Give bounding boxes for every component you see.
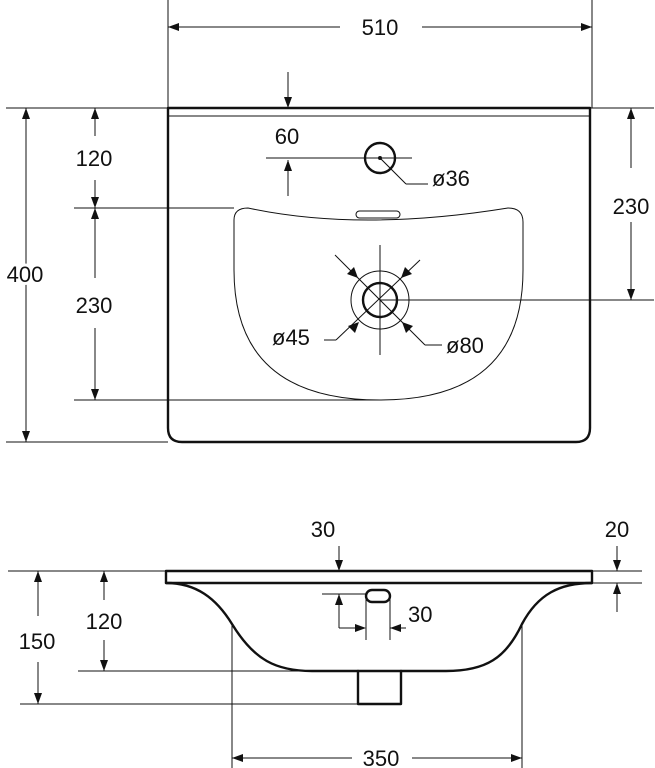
arrow-150-bottom <box>34 693 42 704</box>
arrow-drain-b-end <box>348 322 359 333</box>
dim-label-350: 350 <box>363 746 400 768</box>
arrow-drain-b-start <box>401 267 412 278</box>
arrow-overflow-width-right <box>390 624 401 632</box>
dim-label-overflow-width: 30 <box>408 602 432 627</box>
arrow-drain-a-start <box>347 267 358 278</box>
arrow-350-right <box>511 754 522 762</box>
dim-label-60: 60 <box>275 124 299 149</box>
arrow-rim-offset-top <box>335 560 343 571</box>
dim-label-230-left: 230 <box>76 293 113 318</box>
dim-label-150: 150 <box>19 629 56 654</box>
bowl-outline <box>233 207 524 401</box>
arrow-depth-bottom <box>22 431 30 442</box>
arrow-230-left-top <box>91 208 99 219</box>
dim-label-drain-outer: ø80 <box>446 333 484 358</box>
overflow-slot <box>355 210 401 219</box>
dim-label-side-120: 120 <box>86 609 123 634</box>
dim-label-230-right: 230 <box>613 194 650 219</box>
arrow-230-right-top <box>627 108 635 119</box>
arrow-side-120-bottom <box>100 660 108 671</box>
arrow-drain-a-end <box>402 322 413 333</box>
dim-label-rim-offset: 30 <box>311 517 335 542</box>
arrow-rim-thickness-top <box>613 560 621 571</box>
leader-hole-diameter <box>379 157 407 185</box>
arrow-120-bottom <box>91 197 99 208</box>
side-rim <box>164 569 594 585</box>
side-bowl-profile <box>164 581 594 673</box>
leader-drain-diagonal-a <box>334 254 426 346</box>
arrow-rim-offset-bottom <box>335 594 343 605</box>
dim-label-drain-inner: ø45 <box>272 325 310 350</box>
arrow-60-bottom <box>284 160 292 171</box>
arrow-side-120-top <box>100 571 108 582</box>
arrow-width-right <box>581 23 592 31</box>
arrow-350-left <box>232 754 243 762</box>
side-view: 150 120 30 30 20 <box>8 517 642 768</box>
dim-label-rim-thickness: 20 <box>605 517 629 542</box>
dim-label-120: 120 <box>76 146 113 171</box>
arrow-width-left <box>168 23 179 31</box>
arrow-depth-top <box>22 108 30 119</box>
top-view: 510 400 120 230 60 ø36 <box>4 0 654 444</box>
dim-label-depth: 400 <box>7 262 44 287</box>
arrow-overflow-width-left <box>355 624 366 632</box>
arrow-230-left-bottom <box>91 389 99 400</box>
side-overflow-slot <box>364 588 392 604</box>
arrow-120-top <box>91 108 99 119</box>
arrow-150-top <box>34 571 42 582</box>
dim-label-hole-diameter: ø36 <box>432 166 470 191</box>
side-drain-pipe <box>356 669 403 706</box>
arrow-rim-thickness-bottom <box>613 583 621 594</box>
basin-top-outline <box>166 106 592 444</box>
arrow-230-right-bottom <box>627 289 635 300</box>
dim-label-width: 510 <box>362 15 399 40</box>
arrow-60-top <box>284 97 292 108</box>
